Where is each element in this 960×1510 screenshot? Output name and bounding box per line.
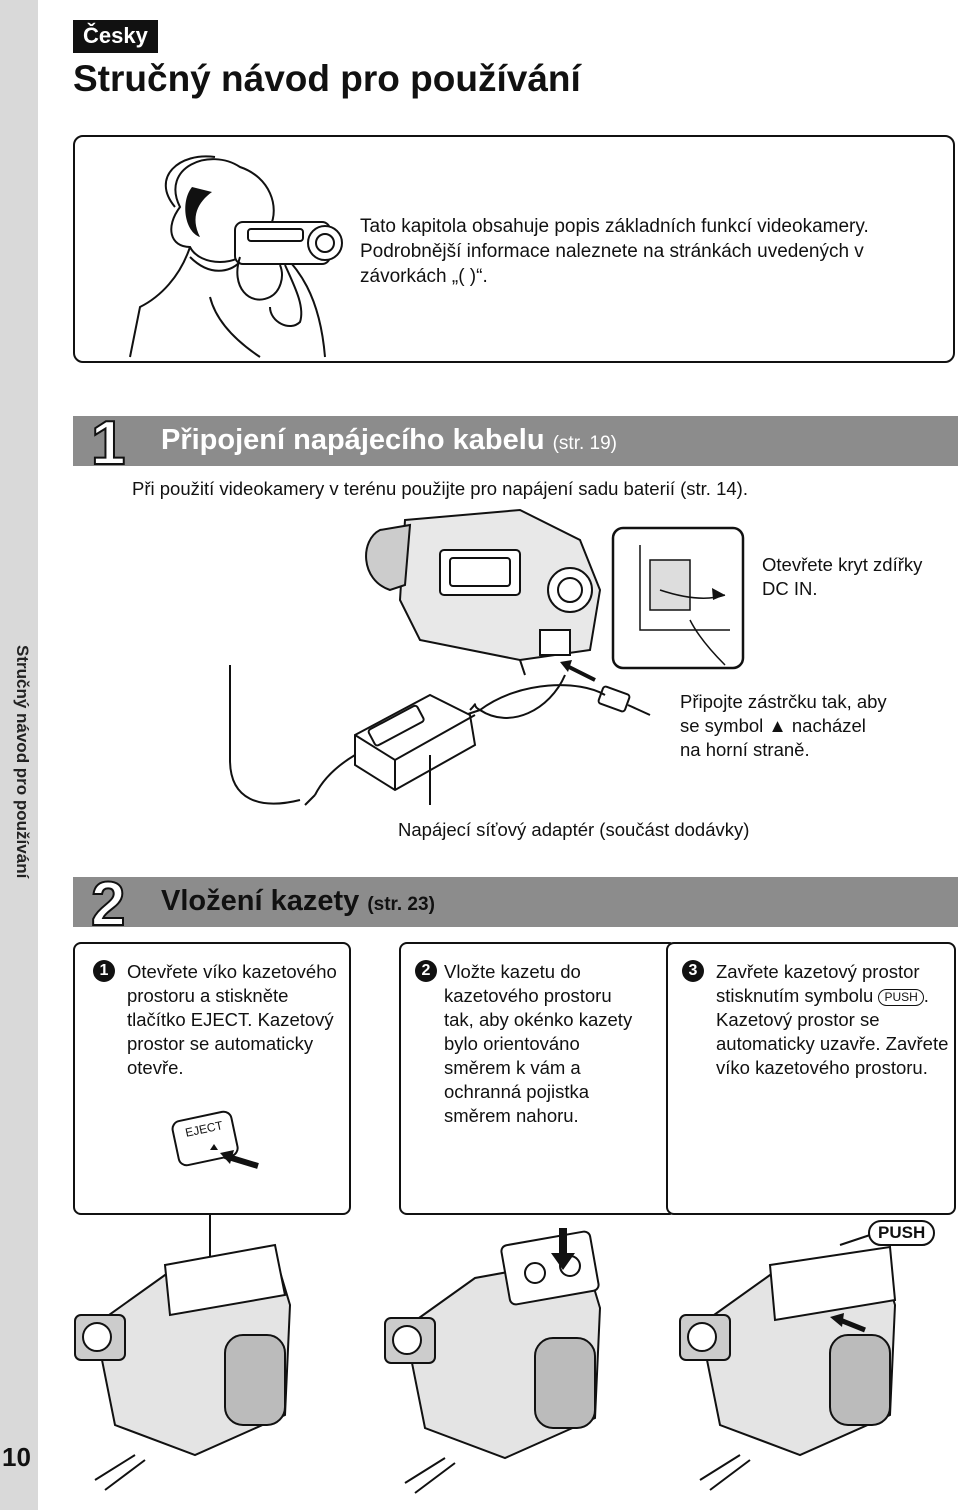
push-symbol: PUSH <box>878 988 924 1006</box>
camcorder-cassette-illustration-2 <box>384 1228 602 1494</box>
step2-card-3: 3 Zavřete kazetový prostor stisknutím sy… <box>666 942 956 1215</box>
step1-ref: (str. 19) <box>552 433 618 454</box>
step1-title-wrap: Připojení napájecího kabelu (str. 19) <box>161 424 617 457</box>
card3-text-a: Zavřete kazetový prostor stisknutím symb… <box>716 961 920 1006</box>
card3-text-b: . Kazetový prostor se automaticky uzavře… <box>716 985 949 1078</box>
push-label: PUSH <box>868 1220 936 1246</box>
label-ac-adapter: Napájecí síťový adaptér (součást dodávky… <box>398 819 750 840</box>
intro-box: Tato kapitola obsahuje popis základních … <box>73 135 955 363</box>
step2-card-2: 2 Vložte kazetu do kazetového prostoru t… <box>399 942 677 1215</box>
step1-title: Připojení napájecího kabelu <box>161 424 545 456</box>
camcorder-power-illustration <box>229 508 745 806</box>
camcorder-push-illustration-3 <box>679 1234 897 1491</box>
step2-title: Vložení kazety <box>161 885 360 917</box>
step2-card-1: 1 Otevřete víko kazetového prostoru a st… <box>73 942 351 1215</box>
step2-ref: (str. 23) <box>367 894 435 915</box>
step2-number: 2 <box>90 869 127 940</box>
card1-number: 1 <box>93 960 115 982</box>
side-tab-label: Stručný návod pro používání <box>13 645 32 879</box>
step2-title-wrap: Vložení kazety (str. 23) <box>161 885 435 918</box>
card3-number: 3 <box>682 960 704 982</box>
step1-number: 1 <box>90 408 127 479</box>
step2-header: 2 Vložení kazety (str. 23) <box>73 869 958 940</box>
step1-note: Při použití videokamery v terénu použijt… <box>132 478 748 499</box>
step1-header: 1 Připojení napájecího kabelu (str. 19) <box>73 408 958 479</box>
label-plug-orientation: Připojte zástrčku tak, aby se symbol ▲ n… <box>680 691 887 760</box>
side-tab <box>0 0 38 1510</box>
language-tab: Česky <box>73 20 158 53</box>
card2-text: Vložte kazetu do kazetového prostoru tak… <box>444 961 633 1126</box>
camcorder-open-illustration-1 <box>74 1215 292 1491</box>
page-number: 10 <box>2 1442 31 1472</box>
intro-text: Tato kapitola obsahuje popis základních … <box>360 216 869 287</box>
card1-text: Otevřete víko kazetového prostoru a stis… <box>127 961 337 1078</box>
card3-text: Zavřete kazetový prostor stisknutím symb… <box>716 960 956 1080</box>
card2-number: 2 <box>415 960 437 982</box>
page-title: Stručný návod pro používání <box>73 58 581 99</box>
label-open-cover: Otevřete kryt zdířky DC IN. <box>762 554 923 599</box>
person-with-camcorder-illustration <box>129 155 343 358</box>
eject-button-illustration <box>171 1110 259 1169</box>
